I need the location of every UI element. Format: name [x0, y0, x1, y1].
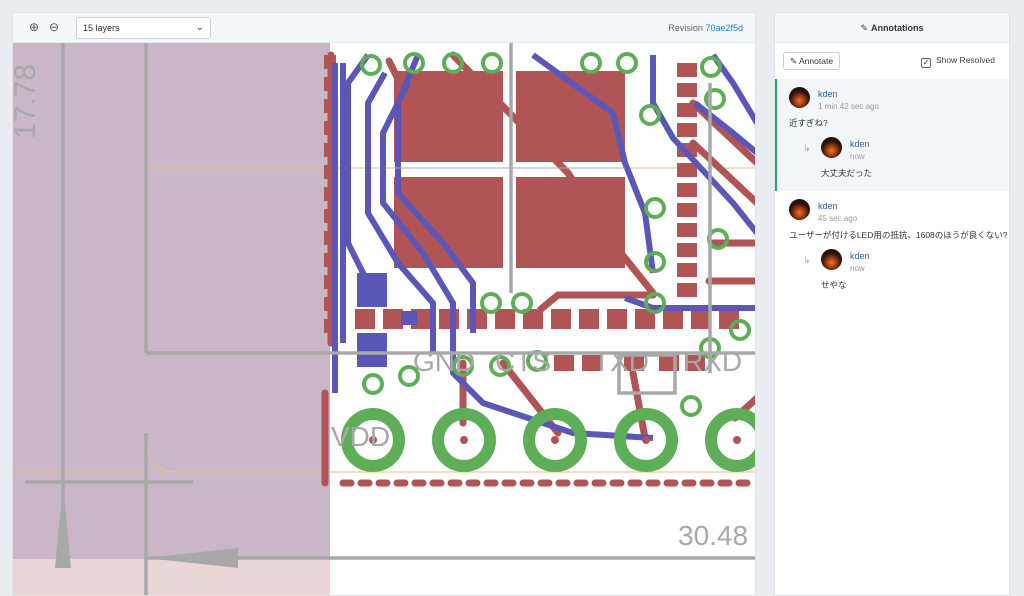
dim-horizontal-label: 30.48 [678, 520, 748, 551]
revision-hash-link[interactable]: 70ae2f5d [705, 23, 743, 33]
reply-header: kden now [821, 137, 1009, 173]
revision-label: Revision [668, 23, 703, 33]
dim-arrow-down [55, 483, 71, 568]
silk-label-txd: TXD [593, 346, 649, 377]
thru-hole-pads [341, 408, 755, 472]
keepout-area [13, 43, 330, 559]
zoom-out-icon[interactable]: ⊖ [48, 20, 60, 34]
annotation-thread[interactable]: kden 45 sec ago ユーザーが付けるLED用の抵抗、1608のほうが… [775, 191, 1009, 303]
blue-pad [357, 273, 387, 307]
silk-label-cts: CTS [495, 346, 551, 377]
layout-viewer: ⊕ ⊖ 15 layers ⌄ Revision 70ae2f5d [12, 12, 756, 596]
annotations-panel: ✎Annotations ✎ Annotate ✓Show Resolved k… [774, 12, 1010, 596]
annotations-title: Annotations [871, 23, 924, 33]
pcb-canvas[interactable]: 17.78 30.48 VDD GND CTS TXD RXD [13, 43, 756, 596]
reply-body: 大丈夫だった [821, 168, 873, 178]
reply-time: now [850, 264, 865, 273]
revision-info: Revision 70ae2f5d [668, 23, 743, 33]
layer-select-value: 15 layers [83, 23, 120, 33]
annotate-button[interactable]: ✎ Annotate [783, 52, 841, 70]
comment-time: 45 sec ago [818, 214, 858, 223]
comment-author[interactable]: kden [818, 89, 838, 99]
silk-label-vdd: VDD [331, 421, 390, 452]
vias [360, 52, 751, 417]
annotate-button-label: Annotate [799, 56, 834, 66]
comment-header: kden 1 min 42 sec ago [789, 87, 1009, 123]
show-resolved-label: Show Resolved [935, 55, 995, 65]
silkscreen-labels: VDD GND CTS TXD RXD [331, 346, 742, 452]
pencil-icon: ✎ [860, 23, 869, 33]
pencil-icon: ✎ [790, 56, 798, 66]
reply-time: now [850, 152, 865, 161]
avatar[interactable] [789, 87, 810, 108]
comment-time: 1 min 42 sec ago [818, 102, 879, 111]
copper-layer [324, 55, 739, 371]
annotations-toolbar: ✎ Annotate ✓ Show Resolved [775, 43, 1009, 79]
comment-body: 近すぎね? [789, 118, 828, 128]
blue-pad-2 [401, 311, 417, 325]
dimension-lines [25, 43, 755, 595]
dim-arrow-left [146, 548, 238, 568]
viewer-toolbar: ⊕ ⊖ 15 layers ⌄ Revision 70ae2f5d [13, 13, 755, 43]
reply-header: kden now [821, 249, 1009, 285]
show-resolved-toggle[interactable]: ✓ Show Resolved [920, 55, 995, 68]
annotations-header: ✎Annotations [775, 13, 1009, 43]
show-resolved-checkbox[interactable]: ✓ [920, 58, 931, 68]
reply-author[interactable]: kden [850, 139, 870, 149]
layer-select[interactable]: 15 layers ⌄ [76, 17, 211, 39]
comment-author[interactable]: kden [818, 201, 838, 211]
avatar[interactable] [821, 249, 842, 270]
reply-arrow-icon: ↳ [803, 255, 811, 265]
avatar[interactable] [821, 137, 842, 158]
dim-vertical-label: 17.78 [13, 64, 42, 139]
reply-arrow-icon: ↳ [803, 143, 811, 153]
comment-header: kden 45 sec ago [789, 199, 1009, 235]
blue-pad-3 [357, 333, 387, 367]
comment-reply: ↳ kden now 大丈夫だった [803, 137, 1009, 179]
zoom-in-icon[interactable]: ⊕ [28, 20, 40, 34]
annotation-thread[interactable]: kden 1 min 42 sec ago 近すぎね? ↳ kden now 大… [775, 79, 1009, 191]
comment-body: ユーザーが付けるLED用の抵抗、1608のほうが良くない? [789, 230, 1008, 240]
avatar[interactable] [789, 199, 810, 220]
pad-holes [369, 436, 741, 444]
comment-reply: ↳ kden now せやな [803, 249, 1009, 291]
crosshair [394, 71, 625, 268]
silk-label-gnd: GND [413, 346, 475, 377]
reply-author[interactable]: kden [850, 251, 870, 261]
chevron-down-icon: ⌄ [195, 22, 204, 33]
reply-body: せやな [821, 280, 847, 290]
silk-label-rxd: RXD [683, 346, 742, 377]
